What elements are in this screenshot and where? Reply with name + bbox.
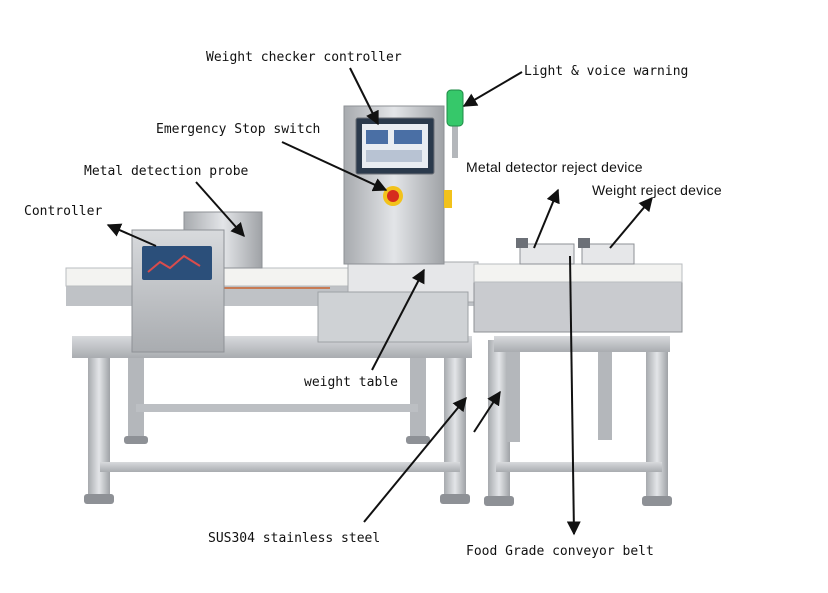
left-foot-3 <box>124 436 148 444</box>
label-emergency-stop-switch: Emergency Stop switch <box>156 122 321 137</box>
label-sus304-stainless-steel: SUS304 stainless steel <box>208 531 381 546</box>
arrow-light-voice-warning <box>462 71 523 107</box>
arrow-food-grade-conveyor-belt <box>566 255 581 536</box>
label-weight-checker-controller: Weight checker controller <box>206 50 402 65</box>
right-crossbar-top <box>494 336 670 352</box>
label-weight-reject-device: Weight reject device <box>592 182 722 198</box>
left-conveyor <box>65 261 479 343</box>
left-leg-back-right <box>410 350 426 440</box>
right-conveyor-body <box>473 279 683 333</box>
left-crossbar-mid <box>136 404 418 412</box>
label-controller: Controller <box>24 204 103 219</box>
reject-actuator-1 <box>516 238 528 248</box>
left-foot-1 <box>84 494 114 504</box>
left-foot-2 <box>440 494 470 504</box>
arrow-sus304-stainless-steel-1 <box>363 396 467 523</box>
warning-light <box>446 89 464 127</box>
left-foot-4 <box>406 436 430 444</box>
right-leg-1 <box>488 340 510 500</box>
label-metal-detection-probe: Metal detection probe <box>84 164 249 179</box>
side-indicator <box>444 190 452 208</box>
reject-actuator-2 <box>578 238 590 248</box>
left-leg-front-right <box>444 338 466 498</box>
display-bar <box>366 150 422 162</box>
metal-detector-reject-unit <box>519 243 575 265</box>
label-food-grade-conveyor-belt: Food Grade conveyor belt <box>466 544 654 559</box>
label-light-voice-warning: Light & voice warning <box>524 64 689 79</box>
right-belt-surface <box>473 263 683 283</box>
left-frame <box>72 336 472 504</box>
arrow-metal-detector-reject-device <box>533 188 560 249</box>
arrow-metal-detection-probe <box>195 181 245 238</box>
emergency-stop-button <box>387 190 399 202</box>
right-crossbar-low <box>496 462 662 472</box>
right-leg-3 <box>506 352 520 442</box>
right-frame <box>473 238 683 506</box>
weight-reject-unit <box>581 243 635 265</box>
controller-tower <box>343 89 464 265</box>
left-crossbar-low <box>100 462 460 472</box>
arrow-controller <box>106 223 157 247</box>
weight-table-cover <box>317 291 469 343</box>
right-foot-2 <box>642 496 672 506</box>
right-foot-1 <box>484 496 514 506</box>
arrow-weight-table <box>371 268 425 371</box>
arrow-emergency-stop-switch <box>281 141 388 192</box>
callout-arrows <box>106 67 653 536</box>
arrow-sus304-stainless-steel-2 <box>473 390 501 433</box>
left-leg-front-left <box>88 338 110 498</box>
label-metal-detector-reject-device: Metal detector reject device <box>466 159 643 175</box>
right-leg-4 <box>598 352 612 440</box>
label-weight-table: weight table <box>304 375 398 390</box>
left-leg-back-left <box>128 350 144 440</box>
arrow-weight-checker-controller <box>349 67 379 126</box>
arrow-weight-reject-device <box>609 196 653 249</box>
metal-detector <box>131 211 263 353</box>
screen-graph <box>147 254 201 273</box>
right-leg-2 <box>646 340 668 500</box>
display-block-2 <box>394 130 422 144</box>
warning-light-pole <box>452 118 458 158</box>
display-block-1 <box>366 130 388 144</box>
